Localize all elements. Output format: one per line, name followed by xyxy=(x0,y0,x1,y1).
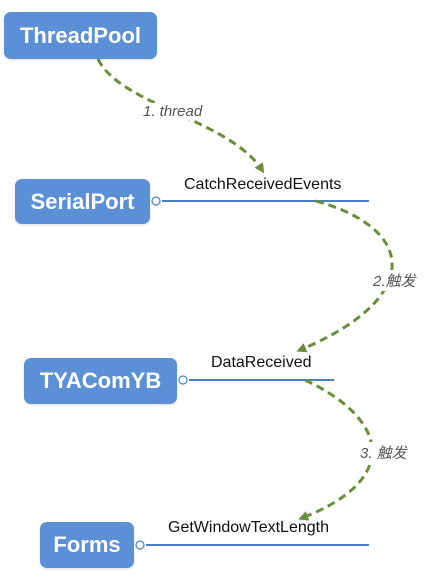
data-received-label: DataReceived xyxy=(211,354,312,371)
tyacomyb-label: TYAComYB xyxy=(39,368,162,393)
serialport-member-line xyxy=(151,196,369,206)
edge-label-trigger-2: 2.触发 xyxy=(371,270,418,291)
edge-label-thread: 1. thread xyxy=(141,103,205,120)
threadpool-label: ThreadPool xyxy=(19,22,141,48)
forms-node[interactable]: Forms xyxy=(40,522,134,568)
catch-received-events-label: CatchReceivedEvents xyxy=(184,176,342,193)
edge-label-trigger-3: 3. 触发 xyxy=(358,442,409,463)
flow-arrow-2 xyxy=(296,199,394,353)
serialport-label: SerialPort xyxy=(30,188,135,214)
threadpool-node[interactable]: ThreadPool xyxy=(4,12,157,59)
flow-arrow-3 xyxy=(298,378,374,521)
tyacomyb-node[interactable]: TYAComYB xyxy=(24,358,177,404)
forms-member-line xyxy=(135,540,369,550)
get-window-text-length-label: GetWindowTextLength xyxy=(168,519,329,536)
tyacomyb-member-line xyxy=(178,375,334,385)
forms-label: Forms xyxy=(53,532,121,557)
serialport-node[interactable]: SerialPort xyxy=(15,179,150,224)
